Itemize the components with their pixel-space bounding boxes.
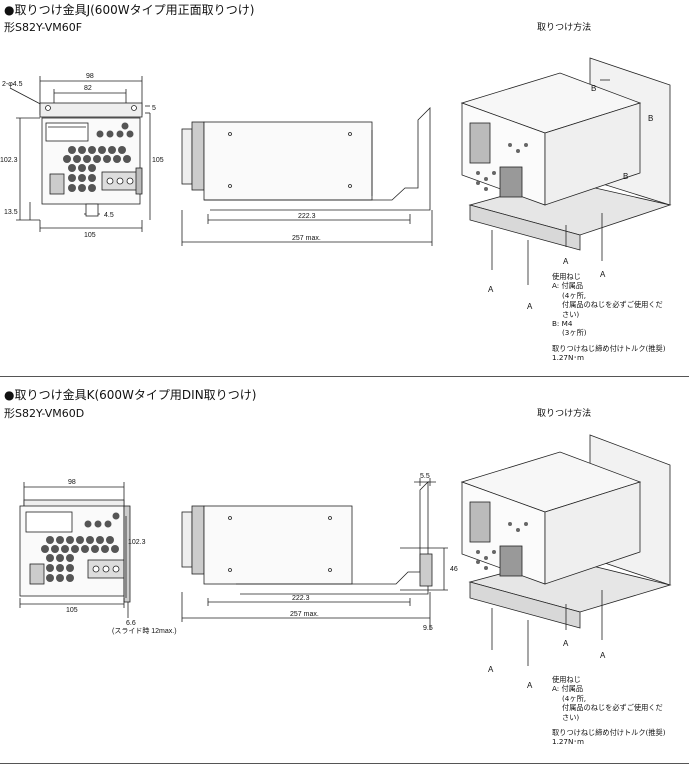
k-notes-torque-value: 1.27N･m	[552, 737, 584, 747]
k-notes-torque-title: 取りつけねじ締め付けトルク(推奨)	[552, 728, 666, 738]
j-screw-label-a2: A	[527, 302, 533, 311]
k-dim-height: 102.3	[128, 539, 146, 546]
k-screw-label-a3: A	[563, 639, 569, 648]
k-dim-slide-note: (スライド時 12max.)	[112, 627, 177, 635]
j-dim-width-outer: 98	[86, 73, 94, 80]
k-dim-total: 257 max.	[290, 611, 319, 618]
k-dim-flange: 5.5	[420, 473, 430, 480]
j-dim-center-offset: 4.5	[104, 212, 114, 219]
section-j-method-title: 取りつけ方法	[537, 23, 592, 33]
bottom-divider	[0, 763, 689, 764]
k-dim-width-bottom: 105	[66, 607, 78, 614]
section-k-side-view: 5.5 46 222.3 257 max. 9.5	[181, 473, 458, 632]
section-j-front-view: 2-φ4.5 98 82 5 102.3 105 13.5 4.5 105	[0, 73, 164, 239]
k-notes-a1: A: 付属品	[552, 684, 584, 694]
section-k-notes: 使用ねじ A: 付属品 (4ヶ所, 付属品のねじを必ずご使用くだ さい) 取りつ…	[552, 675, 666, 747]
k-dim-slide: 6.6	[126, 620, 136, 627]
k-notes-a4: さい)	[562, 712, 580, 722]
j-dim-height-left: 102.3	[0, 157, 18, 164]
section-k-model: 形S82Y-VM60D	[4, 407, 85, 420]
k-notes-a2: (4ヶ所,	[562, 693, 587, 703]
j-screw-label-a1: A	[488, 285, 494, 294]
k-screw-label-a2: A	[527, 681, 533, 690]
j-screw-label-b1: B	[591, 84, 596, 93]
j-notes-a4: さい)	[562, 309, 580, 319]
j-notes-a2: (4ヶ所,	[562, 290, 587, 300]
j-screw-label-a3: A	[563, 257, 569, 266]
j-notes-torque-value: 1.27N･m	[552, 353, 584, 363]
j-screw-label-a4: A	[600, 270, 606, 279]
k-dim-depth: 222.3	[292, 595, 310, 602]
k-dim-width-outer: 98	[68, 479, 76, 486]
j-screw-label-b2: B	[648, 114, 653, 123]
k-notes-heading: 使用ねじ	[552, 675, 581, 684]
j-notes-b1: B: M4	[552, 319, 573, 329]
j-notes-a1: A: 付属品	[552, 281, 584, 291]
k-notes-a3: 付属品のねじを必ずご使用くだ	[562, 703, 663, 713]
j-dim-width-inner: 82	[84, 85, 92, 92]
j-dim-hole: 2-φ4.5	[2, 81, 23, 88]
section-j-title: ●取りつけ金具J(600Wタイプ用正面取りつけ)	[4, 3, 255, 17]
section-divider	[0, 376, 689, 377]
j-dim-width-bottom: 105	[84, 232, 96, 239]
j-notes-a3: 付属品のねじを必ずご使用くだ	[562, 300, 663, 310]
section-j-side-view: 222.3 257 max.	[181, 107, 433, 246]
section-k-front-view: 98 102.3 105 6.6 (スライド時 12max.)	[19, 479, 177, 635]
j-dim-top-offset: 5	[152, 105, 156, 112]
k-screw-label-a4: A	[600, 651, 606, 660]
k-dim-rail: 46	[450, 566, 458, 573]
section-k-title: ●取りつけ金具K(600Wタイプ用DIN取りつけ)	[4, 388, 257, 402]
j-dim-total: 257 max.	[292, 235, 321, 242]
section-k-method-title: 取りつけ方法	[537, 409, 592, 419]
section-j-notes: 使用ねじ A: 付属品 (4ヶ所, 付属品のねじを必ずご使用くだ さい) B: …	[552, 272, 666, 363]
k-screw-label-a1: A	[488, 665, 494, 674]
j-notes-b2: (3ヶ所)	[562, 328, 587, 338]
section-j-mounting-view: B B B A A A A	[460, 57, 672, 311]
section-k-mounting-view: A A A A	[460, 434, 672, 690]
j-notes-heading: 使用ねじ	[552, 272, 581, 281]
section-j-model: 形S82Y-VM60F	[4, 21, 83, 34]
j-dim-depth: 222.3	[298, 213, 316, 220]
j-notes-torque-title: 取りつけねじ締め付けトルク(推奨)	[552, 343, 666, 353]
j-screw-label-b3: B	[623, 172, 628, 181]
j-dim-bottom-offset: 13.5	[4, 209, 18, 216]
k-dim-offset: 9.5	[423, 625, 433, 632]
j-dim-height-right: 105	[152, 157, 164, 164]
